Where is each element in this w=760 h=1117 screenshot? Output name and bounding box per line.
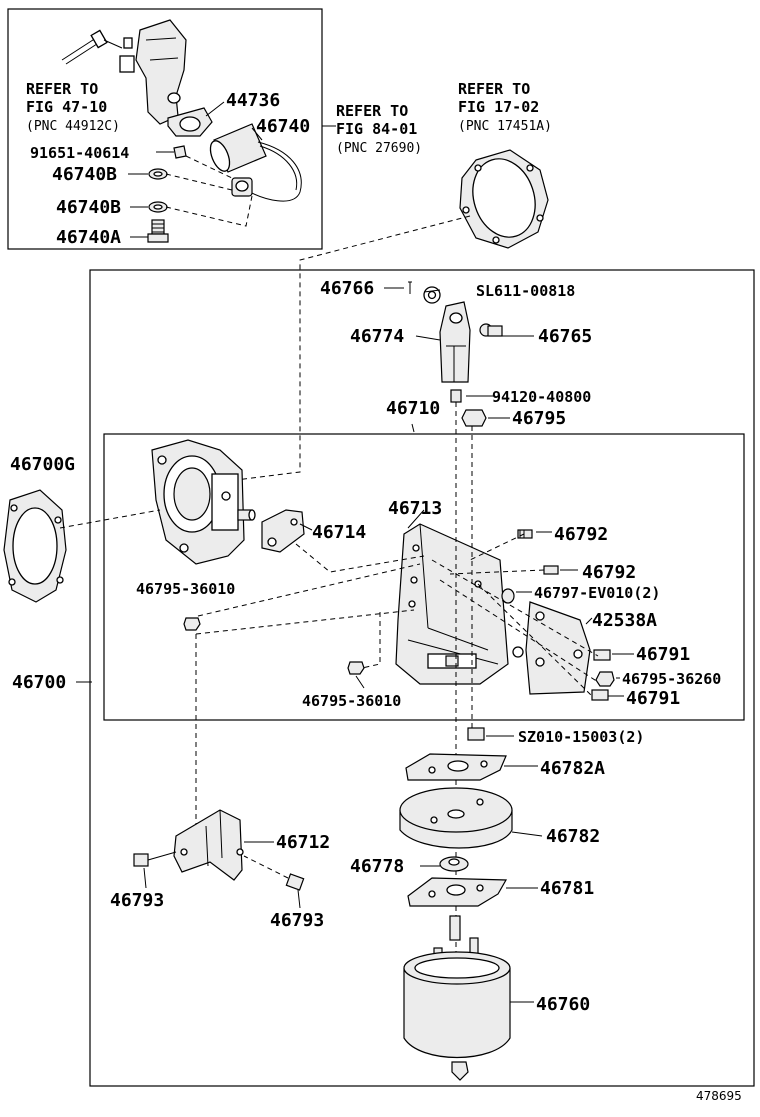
label-46795-36010-2: 46795-36010 — [302, 692, 401, 710]
label-46793-2: 46793 — [270, 910, 324, 931]
ref-17-02-line1: REFER TO — [458, 80, 530, 98]
bracket-46713 — [395, 523, 524, 685]
label-46713: 46713 — [388, 498, 442, 519]
bolt-46740A — [147, 219, 169, 243]
ref-84-01-line2: FIG 84-01 — [336, 120, 417, 138]
ref-47-10-line2: FIG 47-10 — [26, 98, 107, 116]
label-42538A: 42538A — [592, 610, 657, 631]
washer-46797-EV010 — [501, 588, 515, 604]
ref-47-10-line1: REFER TO — [26, 80, 98, 98]
throttle-body — [151, 439, 256, 565]
label-46782: 46782 — [546, 826, 600, 847]
label-44736: 44736 — [226, 90, 280, 111]
inset-leader-1 — [165, 155, 253, 227]
lever-46714 — [261, 509, 305, 553]
label-46792-2: 46792 — [582, 562, 636, 583]
washer-SL611-00818 — [423, 286, 441, 304]
label-46795-36260: 46795-36260 — [622, 670, 721, 688]
figure-number: 478695 — [696, 1089, 742, 1103]
washer-46740B-1 — [148, 168, 168, 180]
label-46740A: 46740A — [56, 227, 121, 248]
pin-46766 — [408, 281, 412, 294]
screw-91651-40614 — [173, 145, 187, 159]
label-46712: 46712 — [276, 832, 330, 853]
sensor-46740 — [209, 123, 302, 202]
ref-84-01-line1: REFER TO — [336, 102, 408, 120]
label-46766: 46766 — [320, 278, 374, 299]
callout-leaders — [76, 101, 634, 1003]
nut-46795-36010-1 — [183, 617, 201, 631]
outer-frame — [89, 269, 755, 1087]
label-46797-EV010: 46797-EV010(2) — [534, 584, 660, 602]
plate-46782A — [405, 753, 507, 781]
bolt-46793-1 — [133, 851, 177, 867]
bolt-46792-1 — [517, 529, 533, 539]
nut-94120-40800 — [450, 389, 462, 403]
link-46774 — [439, 301, 471, 383]
label-46792-1: 46792 — [554, 524, 608, 545]
gasket-46700G — [3, 489, 67, 603]
plate-42538A — [525, 601, 591, 695]
nut-46795-36260 — [595, 671, 615, 687]
bolt-46793-2 — [243, 855, 305, 891]
label-46781: 46781 — [540, 878, 594, 899]
label-46714: 46714 — [312, 522, 366, 543]
ref-47-10-line3: (PNC 44912C) — [26, 119, 120, 134]
gasket-dashed-leader — [235, 215, 471, 481]
label-46740: 46740 — [256, 116, 310, 137]
bracket-subassembly-frame — [103, 433, 745, 721]
label-46782A: 46782A — [540, 758, 605, 779]
label-46710: 46710 — [386, 398, 440, 419]
label-46778: 46778 — [350, 856, 404, 877]
label-91651-40614: 91651-40614 — [30, 144, 129, 162]
label-46791-2: 46791 — [626, 688, 680, 709]
plate-46781 — [407, 877, 508, 907]
label-46774: 46774 — [350, 326, 404, 347]
label-46795-36010-1: 46795-36010 — [136, 580, 235, 598]
nut-46795 — [461, 409, 487, 427]
bolt-46792-2 — [543, 565, 559, 575]
ref-17-02-line3: (PNC 17451A) — [458, 119, 552, 134]
washer-46740B-2 — [148, 201, 168, 213]
label-46795: 46795 — [512, 408, 566, 429]
bracket-assembly-leaders — [195, 533, 599, 848]
actuator-46760 — [403, 915, 511, 1081]
label-46791-1: 46791 — [636, 644, 690, 665]
label-46760: 46760 — [536, 994, 590, 1015]
nut-46795-36010-2 — [347, 661, 365, 675]
ref-84-01-line3: (PNC 27690) — [336, 141, 422, 156]
label-46740B-2: 46740B — [56, 197, 121, 218]
ref-17-02-line2: FIG 17-02 — [458, 98, 539, 116]
spacer-SZ010-15003 — [467, 727, 485, 741]
label-46793-1: 46793 — [110, 890, 164, 911]
label-SZ010-15003: SZ010-15003(2) — [518, 728, 644, 746]
inset-frame — [7, 8, 323, 250]
inset-sensor-assembly — [61, 19, 187, 125]
label-46700G: 46700G — [10, 454, 75, 475]
gasket-17451A — [459, 149, 549, 249]
label-SL611-00818: SL611-00818 — [476, 282, 575, 300]
label-94120-40800: 94120-40800 — [492, 388, 591, 406]
bracket-46712 — [173, 809, 244, 881]
diaphragm-46782 — [399, 787, 513, 849]
clamp-44736 — [167, 107, 213, 137]
bolt-46791-2 — [591, 689, 609, 701]
bolt-46791-1 — [593, 649, 611, 661]
label-46740B-1: 46740B — [52, 164, 117, 185]
clevis-pin-46765 — [479, 323, 503, 337]
label-46765: 46765 — [538, 326, 592, 347]
gasket-left-leader — [59, 509, 161, 529]
label-46700: 46700 — [12, 672, 66, 693]
seal-46778 — [439, 856, 469, 872]
